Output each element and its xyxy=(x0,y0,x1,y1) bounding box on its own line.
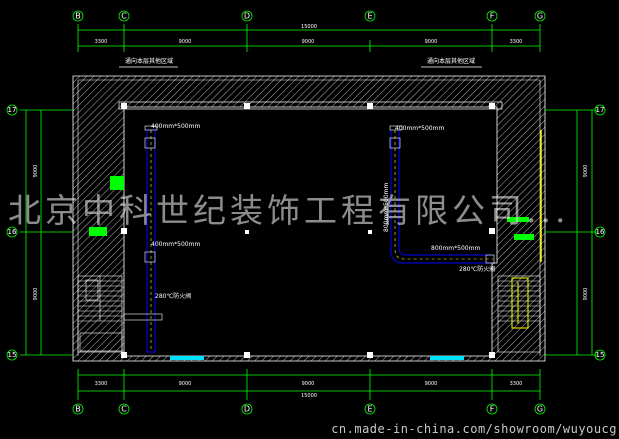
bottom-total-dimension: 15000 xyxy=(301,393,317,399)
svg-text:17: 17 xyxy=(8,106,17,114)
duct-label-top-left: 400mm*500mm xyxy=(151,123,200,130)
area-label-left: 通向本层其他区域 xyxy=(125,57,173,65)
axis-bubble-top-g: G xyxy=(534,10,546,22)
axis-bubble-top-e: E xyxy=(364,10,376,22)
right-green-equipment xyxy=(507,217,529,222)
axis-bubble-left-15: 15 xyxy=(6,349,18,361)
left-staircase xyxy=(77,275,123,353)
axis-bubble-bottom-c: C xyxy=(118,403,130,415)
svg-text:D: D xyxy=(244,12,250,21)
svg-text:C: C xyxy=(121,12,127,21)
right-green-panel xyxy=(514,234,534,240)
right-segment-1: 9000 xyxy=(583,165,589,178)
axis-bubble-left-17: 17 xyxy=(6,104,18,116)
duct-label-top-right: 400mm*500mm xyxy=(395,125,444,132)
axis-bubble-right-17: 17 xyxy=(594,104,606,116)
axis-bubble-bottom-f: F xyxy=(486,403,498,415)
top-axis-bubbles: B C D E F G xyxy=(72,10,546,22)
svg-text:F: F xyxy=(490,405,495,414)
svg-text:E: E xyxy=(367,405,372,414)
axis-bubble-right-16: 16 xyxy=(594,226,606,238)
right-axis-bubbles: 17 16 15 xyxy=(594,104,606,361)
bottom-segment-3: 9000 xyxy=(302,381,315,387)
svg-text:D: D xyxy=(244,405,250,414)
svg-text:F: F xyxy=(490,12,495,21)
axis-bubble-top-d: D xyxy=(241,10,253,22)
svg-text:B: B xyxy=(75,12,81,21)
left-green-equipment xyxy=(89,227,107,236)
bottom-left-opening xyxy=(170,356,204,360)
bottom-right-opening xyxy=(430,356,464,360)
svg-text:E: E xyxy=(367,12,372,21)
axis-bubble-bottom-d: D xyxy=(241,403,253,415)
svg-text:17: 17 xyxy=(596,106,605,114)
left-segment-2: 9000 xyxy=(33,288,39,301)
top-segment-labels: 3300 9000 9000 9000 3300 xyxy=(95,39,523,45)
axis-bubble-left-16: 16 xyxy=(6,226,18,238)
duct-label-vertical-right: 800mm*500mm xyxy=(383,183,390,232)
right-dimension xyxy=(545,109,598,356)
axis-bubble-bottom-b: B xyxy=(72,403,84,415)
axis-bubble-bottom-g: G xyxy=(534,403,546,415)
company-watermark: 北京中科世纪装饰工程有限公司... xyxy=(8,191,570,230)
left-green-panel xyxy=(110,176,124,190)
top-total-dimension: 15000 xyxy=(301,24,317,30)
svg-text:16: 16 xyxy=(8,228,17,236)
bottom-axis-bubbles: B C D E F G xyxy=(72,403,546,415)
top-dimension xyxy=(77,24,541,52)
left-axis-bubbles: 17 16 15 xyxy=(6,104,18,361)
axis-bubble-top-b: B xyxy=(72,10,84,22)
top-segment-1: 3300 xyxy=(95,39,108,45)
area-label-right: 通向本层其他区域 xyxy=(427,57,475,65)
axis-bubble-bottom-e: E xyxy=(364,403,376,415)
bottom-segment-1: 3300 xyxy=(95,381,108,387)
axis-bubble-top-f: F xyxy=(486,10,498,22)
right-yellow-marking xyxy=(511,277,529,329)
right-duct-system xyxy=(389,125,495,264)
top-segment-2: 9000 xyxy=(179,39,192,45)
top-segment-5: 3300 xyxy=(510,39,523,45)
svg-text:G: G xyxy=(537,405,543,414)
bottom-segment-5: 3300 xyxy=(510,381,523,387)
left-segment-1: 9000 xyxy=(33,165,39,178)
fire-damper-label-right: 280℃防火阀 xyxy=(459,265,495,273)
top-segment-4: 9000 xyxy=(425,39,438,45)
bottom-segment-labels: 3300 9000 9000 9000 3300 xyxy=(95,381,523,387)
right-segment-2: 9000 xyxy=(583,288,589,301)
left-dimension xyxy=(20,109,73,356)
source-url: cn.made-in-china.com/showroom/wuyoucg xyxy=(331,422,617,436)
right-staircase xyxy=(497,275,541,353)
bottom-dimension xyxy=(77,369,541,400)
svg-text:B: B xyxy=(75,405,81,414)
svg-text:16: 16 xyxy=(596,228,605,236)
top-segment-3: 9000 xyxy=(302,39,315,45)
bottom-segment-4: 9000 xyxy=(425,381,438,387)
axis-bubble-right-15: 15 xyxy=(594,349,606,361)
duct-label-horizontal-right: 800mm*500mm xyxy=(431,245,480,252)
axis-bubble-top-c: C xyxy=(118,10,130,22)
columns xyxy=(121,103,495,358)
fire-damper-label-left: 280℃防火阀 xyxy=(155,292,191,300)
duct-label-mid-left: 400mm*500mm xyxy=(151,241,200,248)
bottom-segment-2: 9000 xyxy=(179,381,192,387)
svg-text:15: 15 xyxy=(8,351,17,359)
svg-text:15: 15 xyxy=(596,351,605,359)
svg-text:G: G xyxy=(537,12,543,21)
left-duct-system xyxy=(123,125,163,353)
interior-column-markers xyxy=(245,230,372,234)
svg-text:C: C xyxy=(121,405,127,414)
